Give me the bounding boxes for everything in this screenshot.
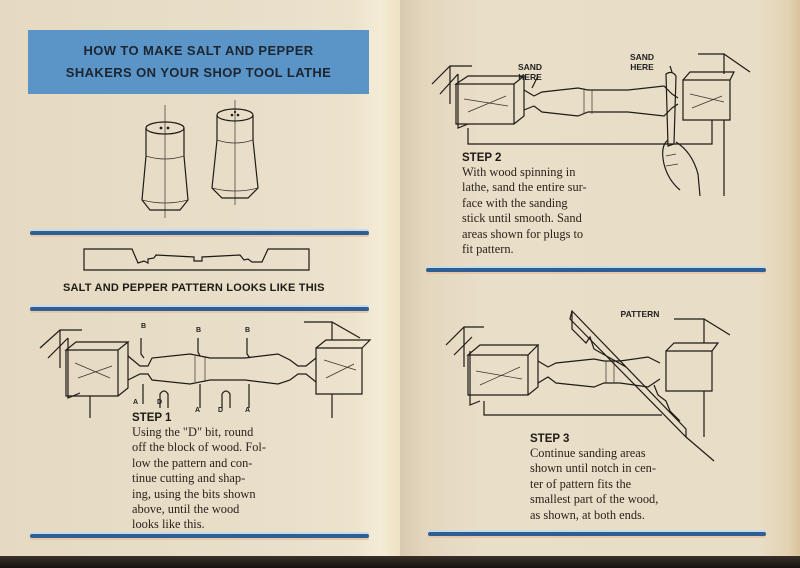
pattern-template-drawing [83, 248, 310, 271]
step3-instructions: STEP 3 Continue sanding areas shown unti… [530, 433, 668, 523]
right-page: SAND HERE SAND HERE STEP 2 With wood spi… [400, 0, 800, 568]
step2-line: face with the sanding [462, 195, 568, 210]
step2-line: lathe, sand the entire sur- [462, 180, 587, 195]
shakers-illustration [141, 100, 259, 218]
step3-title: STEP 3 [530, 433, 570, 445]
bit-label-a: A [195, 407, 201, 414]
step1-line: looks like this. [132, 517, 205, 532]
divider-rule [30, 307, 369, 311]
step1-instructions: STEP 1 Using the "D" bit, round off the … [132, 412, 268, 533]
bit-label-d: D [157, 399, 163, 406]
step2-line: stick until smooth. Sand [462, 211, 582, 226]
step3-line: Continue sanding areas [530, 446, 646, 460]
step2-lathe-illustration [431, 53, 751, 197]
step3-line: as shown, at both ends. [530, 507, 645, 522]
bit-label-b: B [245, 327, 251, 334]
divider-rule [426, 268, 766, 272]
bit-label-a: A [133, 399, 139, 406]
step1-line: above, until the wood [132, 502, 240, 517]
bit-label-a: A [245, 407, 251, 414]
divider-rule [428, 532, 766, 536]
bit-label-d: D [218, 407, 224, 414]
step1-text: Using the "D" bit, round off the block o… [132, 425, 268, 533]
title-line-2: SHAKERS ON YOUR SHOP TOOL LATHE [65, 65, 332, 80]
step2-line: fit pattern. [462, 242, 514, 257]
step2-line: areas shown for plugs to [462, 226, 584, 241]
step1-line: Using the "D" bit, round [132, 425, 254, 439]
divider-rule [30, 534, 369, 538]
step3-line: ter of pattern fits the [530, 476, 632, 491]
step1-line: low the pattern and con- [132, 455, 253, 470]
step3-lathe-illustration [445, 309, 731, 462]
step3-text: Continue sanding areas shown until notch… [530, 446, 668, 523]
bit-label-b: B [141, 323, 147, 330]
step3-line: shown until notch in cen- [530, 461, 656, 476]
left-page: HOW TO MAKE SALT AND PEPPER SHAKERS ON Y… [0, 0, 400, 568]
sand-here-callout-right: SAND HERE [629, 52, 655, 72]
bit-label-b: B [196, 327, 202, 334]
title-line-1: HOW TO MAKE SALT AND PEPPER [83, 43, 314, 58]
step1-line: ing, using the bits shown [132, 486, 256, 501]
step2-title: STEP 2 [462, 152, 502, 164]
pattern-caption: SALT AND PEPPER PATTERN LOOKS LIKE THIS [63, 282, 325, 294]
divider-rule [30, 231, 369, 235]
step3-line: smallest part of the wood, [530, 492, 659, 507]
pattern-callout: PATTERN [620, 309, 660, 319]
step1-lathe-illustration [39, 321, 372, 418]
title-banner: HOW TO MAKE SALT AND PEPPER SHAKERS ON Y… [28, 30, 369, 94]
step2-text: With wood spinning in lathe, sand the en… [462, 165, 596, 257]
sand-here-callout-left: SAND HERE [517, 62, 543, 82]
step1-title: STEP 1 [132, 412, 172, 424]
step2-instructions: STEP 2 With wood spinning in lathe, sand… [462, 152, 596, 257]
book-bottom-edge [0, 556, 800, 568]
step2-line: With wood spinning in [462, 165, 576, 179]
step1-line: off the block of wood. Fol- [132, 440, 266, 455]
step1-line: tinue cutting and shap- [132, 471, 246, 486]
